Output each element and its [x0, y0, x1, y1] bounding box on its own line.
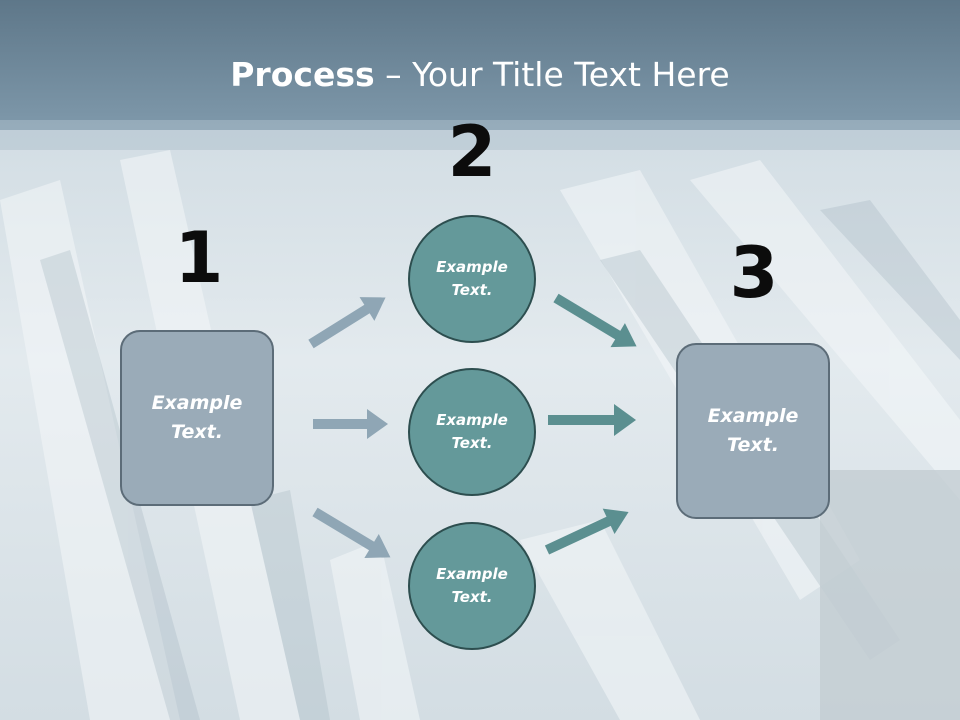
step-1-line2: Text.: [171, 421, 223, 443]
arrow-to-circle-bottom: [312, 507, 391, 558]
arrow-from-circle-top: [553, 293, 637, 348]
arrow-to-circle-top: [308, 297, 386, 349]
step-2-circle-middle: Example Text.: [408, 368, 536, 496]
circle-middle-line1: Example: [436, 411, 508, 429]
arrow-to-circle-middle: [313, 409, 388, 439]
circle-bottom-line1: Example: [436, 565, 508, 583]
step-1-line1: Example: [151, 392, 243, 414]
step-3-line2: Text.: [727, 434, 779, 456]
arrow-from-circle-middle: [548, 404, 636, 436]
step-number-2: 2: [447, 111, 497, 193]
step-2-circle-bottom: Example Text.: [408, 522, 536, 650]
circle-bottom-line2: Text.: [451, 588, 493, 606]
step-2-circle-top: Example Text.: [408, 215, 536, 343]
circle-top-line2: Text.: [451, 281, 493, 299]
arrow-from-circle-bottom: [544, 508, 629, 555]
step-3-box: Example Text.: [676, 343, 830, 519]
circle-top-line1: Example: [436, 258, 508, 276]
title-rest: – Your Title Text Here: [374, 55, 730, 94]
step-1-box: Example Text.: [120, 330, 274, 506]
title-strong: Process: [230, 55, 375, 94]
step-number-3: 3: [729, 232, 779, 314]
step-3-line1: Example: [707, 405, 799, 427]
page-title: Process – Your Title Text Here: [0, 50, 960, 100]
circle-middle-line2: Text.: [451, 434, 493, 452]
step-number-1: 1: [174, 217, 224, 299]
